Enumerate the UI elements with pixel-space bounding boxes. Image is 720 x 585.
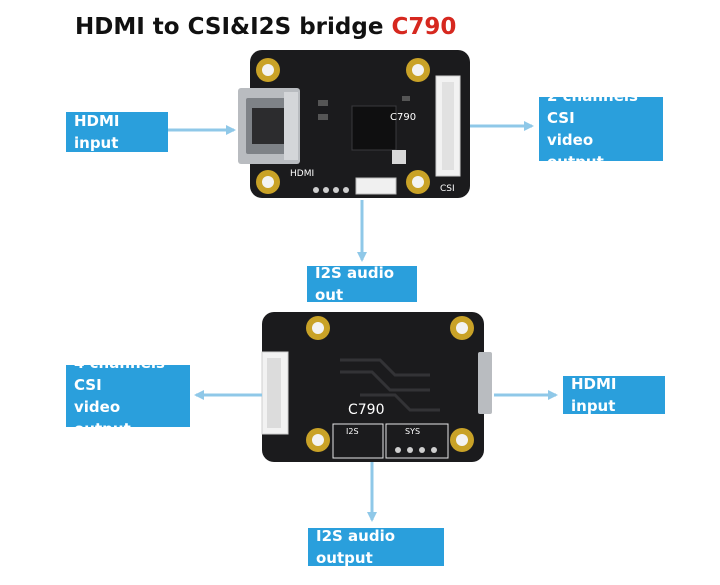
main-chip	[351, 105, 397, 151]
hdmi-input-text: HDMI input	[74, 112, 120, 152]
csi4-output-label: 4 channels CSI video output	[66, 354, 190, 438]
board-bottom-chip-label: C790	[348, 402, 385, 418]
mounting-hole	[406, 58, 430, 82]
i2s-audio-out-label: I2S audio out	[307, 264, 417, 304]
mounting-hole	[256, 58, 280, 82]
csi2-output-label: 2 channels CSI video output	[539, 87, 663, 171]
csi4-line1: 4 channels CSI	[74, 354, 165, 394]
title-text: HDMI to CSI&I2S bridge	[75, 14, 392, 40]
mounting-hole	[306, 428, 330, 452]
board-bottom-sys-label: SYS	[405, 427, 420, 436]
mounting-hole	[450, 428, 474, 452]
hdmi-input-label: HDMI input	[66, 112, 168, 152]
board-top-csi-label: CSI	[440, 184, 455, 194]
hdmi-input-bottom-label: HDMI input	[563, 375, 665, 415]
i2s-top-text: I2S audio out	[315, 264, 395, 304]
csi2-line2: video output	[547, 131, 604, 171]
top-board: C790 HDMI CSI	[238, 50, 470, 198]
board-top-hdmi-label: HDMI	[290, 169, 314, 179]
mounting-hole	[306, 316, 330, 340]
page-title: HDMI to CSI&I2S bridge C790	[75, 14, 456, 40]
csi2-line1: 2 channels CSI	[547, 87, 638, 127]
csi4-line2: video output	[74, 398, 131, 438]
mounting-hole	[450, 316, 474, 340]
board-top-chip-label: C790	[390, 112, 416, 123]
bottom-board: C790 I2S SYS	[261, 312, 492, 462]
hdmi-input-bottom-text: HDMI input	[571, 375, 617, 415]
i2s-connector	[355, 177, 397, 195]
mounting-hole	[406, 170, 430, 194]
mounting-hole	[256, 170, 280, 194]
hdmi-connector	[238, 88, 300, 164]
i2s-audio-output-label: I2S audio output	[308, 527, 444, 567]
pin-header	[313, 187, 349, 193]
hdmi-connector	[478, 352, 492, 414]
board-bottom-i2s-label: I2S	[346, 427, 359, 436]
i2s-bottom-text: I2S audio output	[316, 527, 396, 567]
title-model: C790	[391, 14, 457, 40]
